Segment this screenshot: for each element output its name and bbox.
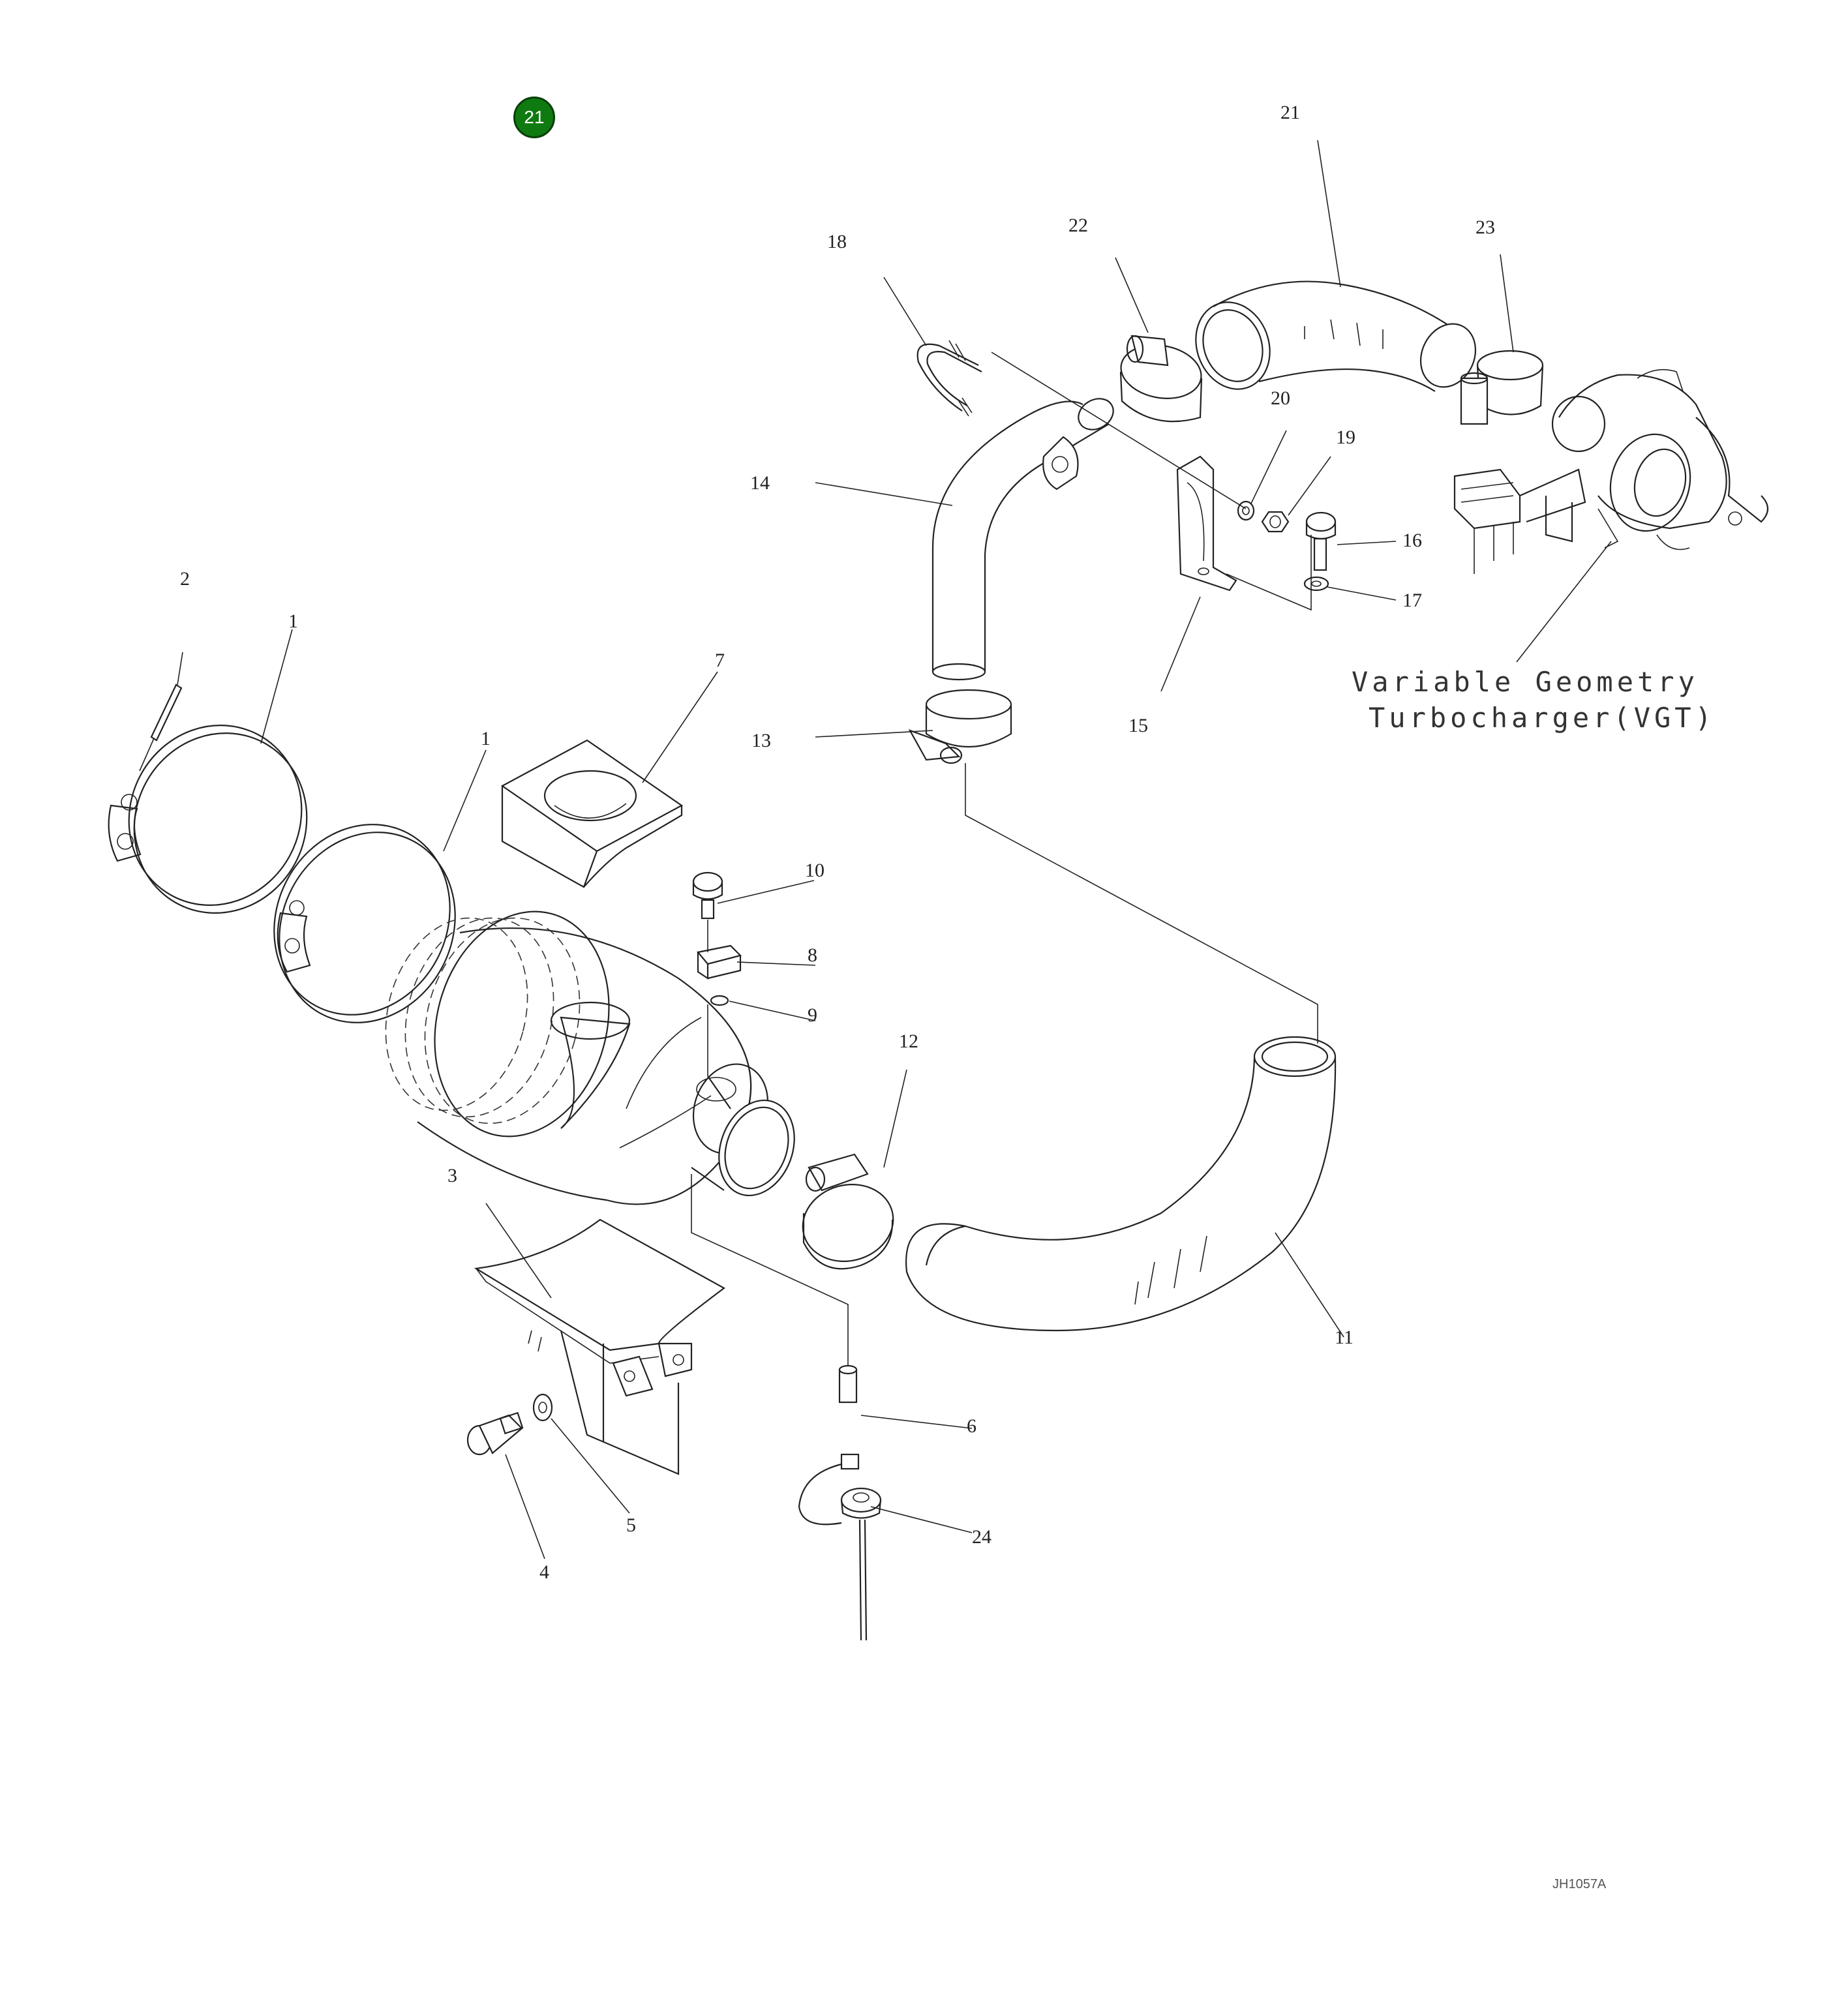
callout-24[interactable]: 24 — [972, 1526, 991, 1548]
part-6-spacer — [838, 1364, 858, 1404]
leader-lines — [177, 140, 1612, 1559]
callout-1b[interactable]: 1 — [481, 728, 491, 749]
callout-10[interactable]: 10 — [805, 860, 825, 881]
part-2-bolt — [139, 684, 183, 772]
part-8-adapter — [696, 944, 742, 980]
callout-20[interactable]: 20 — [1271, 387, 1290, 409]
turbocharger-label: Variable Geometry Turbocharger(VGT) — [1352, 666, 1716, 734]
part-9-o-ring — [710, 995, 729, 1006]
callout-6[interactable]: 6 — [967, 1415, 976, 1437]
part-19-nut — [1261, 511, 1290, 533]
callout-15[interactable]: 15 — [1128, 715, 1148, 736]
callout-7[interactable]: 7 — [715, 650, 725, 671]
callout-2[interactable]: 2 — [180, 568, 190, 590]
part-16-bolt — [1305, 511, 1337, 571]
part-5-washer — [532, 1393, 553, 1422]
part-1-band-clamp-right — [273, 824, 456, 1023]
part-10-indicator — [692, 871, 723, 920]
part-1-band-clamp-left — [108, 725, 308, 914]
part-14-elbow-tube — [931, 398, 1114, 681]
callout-5[interactable]: 5 — [626, 1514, 636, 1536]
turbo-label-line1: Variable Geometry — [1352, 666, 1699, 698]
drawing-code: JH1057A — [1552, 1877, 1607, 1891]
part-22-hose-clamp — [1119, 335, 1203, 423]
callout-23[interactable]: 23 — [1475, 217, 1495, 238]
callout-3[interactable]: 3 — [447, 1165, 457, 1186]
callout-18[interactable]: 18 — [827, 231, 847, 252]
callout-11[interactable]: 11 — [1335, 1327, 1354, 1348]
callout-1a[interactable]: 1 — [288, 610, 298, 632]
part-13-hose-clamp — [908, 689, 1012, 764]
part-18-u-bolt — [916, 340, 982, 417]
part-20-washer — [1237, 500, 1255, 521]
callout-22[interactable]: 22 — [1068, 215, 1088, 236]
callout-14[interactable]: 14 — [750, 472, 770, 494]
turbo-label-line2: Turbocharger(VGT) — [1369, 702, 1716, 734]
callout-4[interactable]: 4 — [539, 1561, 549, 1583]
callout-21[interactable]: 21 — [1280, 102, 1300, 123]
callout-19[interactable]: 19 — [1336, 427, 1355, 448]
callout-16[interactable]: 16 — [1402, 530, 1422, 551]
part-17-washer — [1303, 576, 1329, 592]
callout-8[interactable]: 8 — [808, 944, 817, 966]
callout-labels: 1 1 2 3 4 5 6 7 8 9 10 11 12 13 14 15 16… — [180, 102, 1495, 1583]
part-3-mounting-bracket — [474, 1218, 726, 1475]
part-12-hose-clamp — [802, 1153, 894, 1270]
part-15-bracket — [1176, 455, 1237, 592]
air-cleaner-housing — [385, 910, 795, 1205]
turbocharger-vgt — [1453, 369, 1769, 574]
callout-17[interactable]: 17 — [1402, 590, 1422, 611]
part-11-intake-hose — [905, 1036, 1337, 1332]
assembly-centerlines — [965, 352, 1318, 1044]
part-4-bolt — [466, 1411, 524, 1456]
callout-12[interactable]: 12 — [899, 1031, 918, 1052]
part-24-sensor — [798, 1453, 882, 1641]
callout-13[interactable]: 13 — [751, 730, 771, 751]
part-23-hose-clamp — [1460, 350, 1544, 425]
part-21-hose — [1195, 280, 1477, 392]
page-badge[interactable]: 21 — [513, 97, 555, 138]
callout-9[interactable]: 9 — [808, 1004, 817, 1026]
part-7-precleaner-block — [500, 739, 684, 888]
